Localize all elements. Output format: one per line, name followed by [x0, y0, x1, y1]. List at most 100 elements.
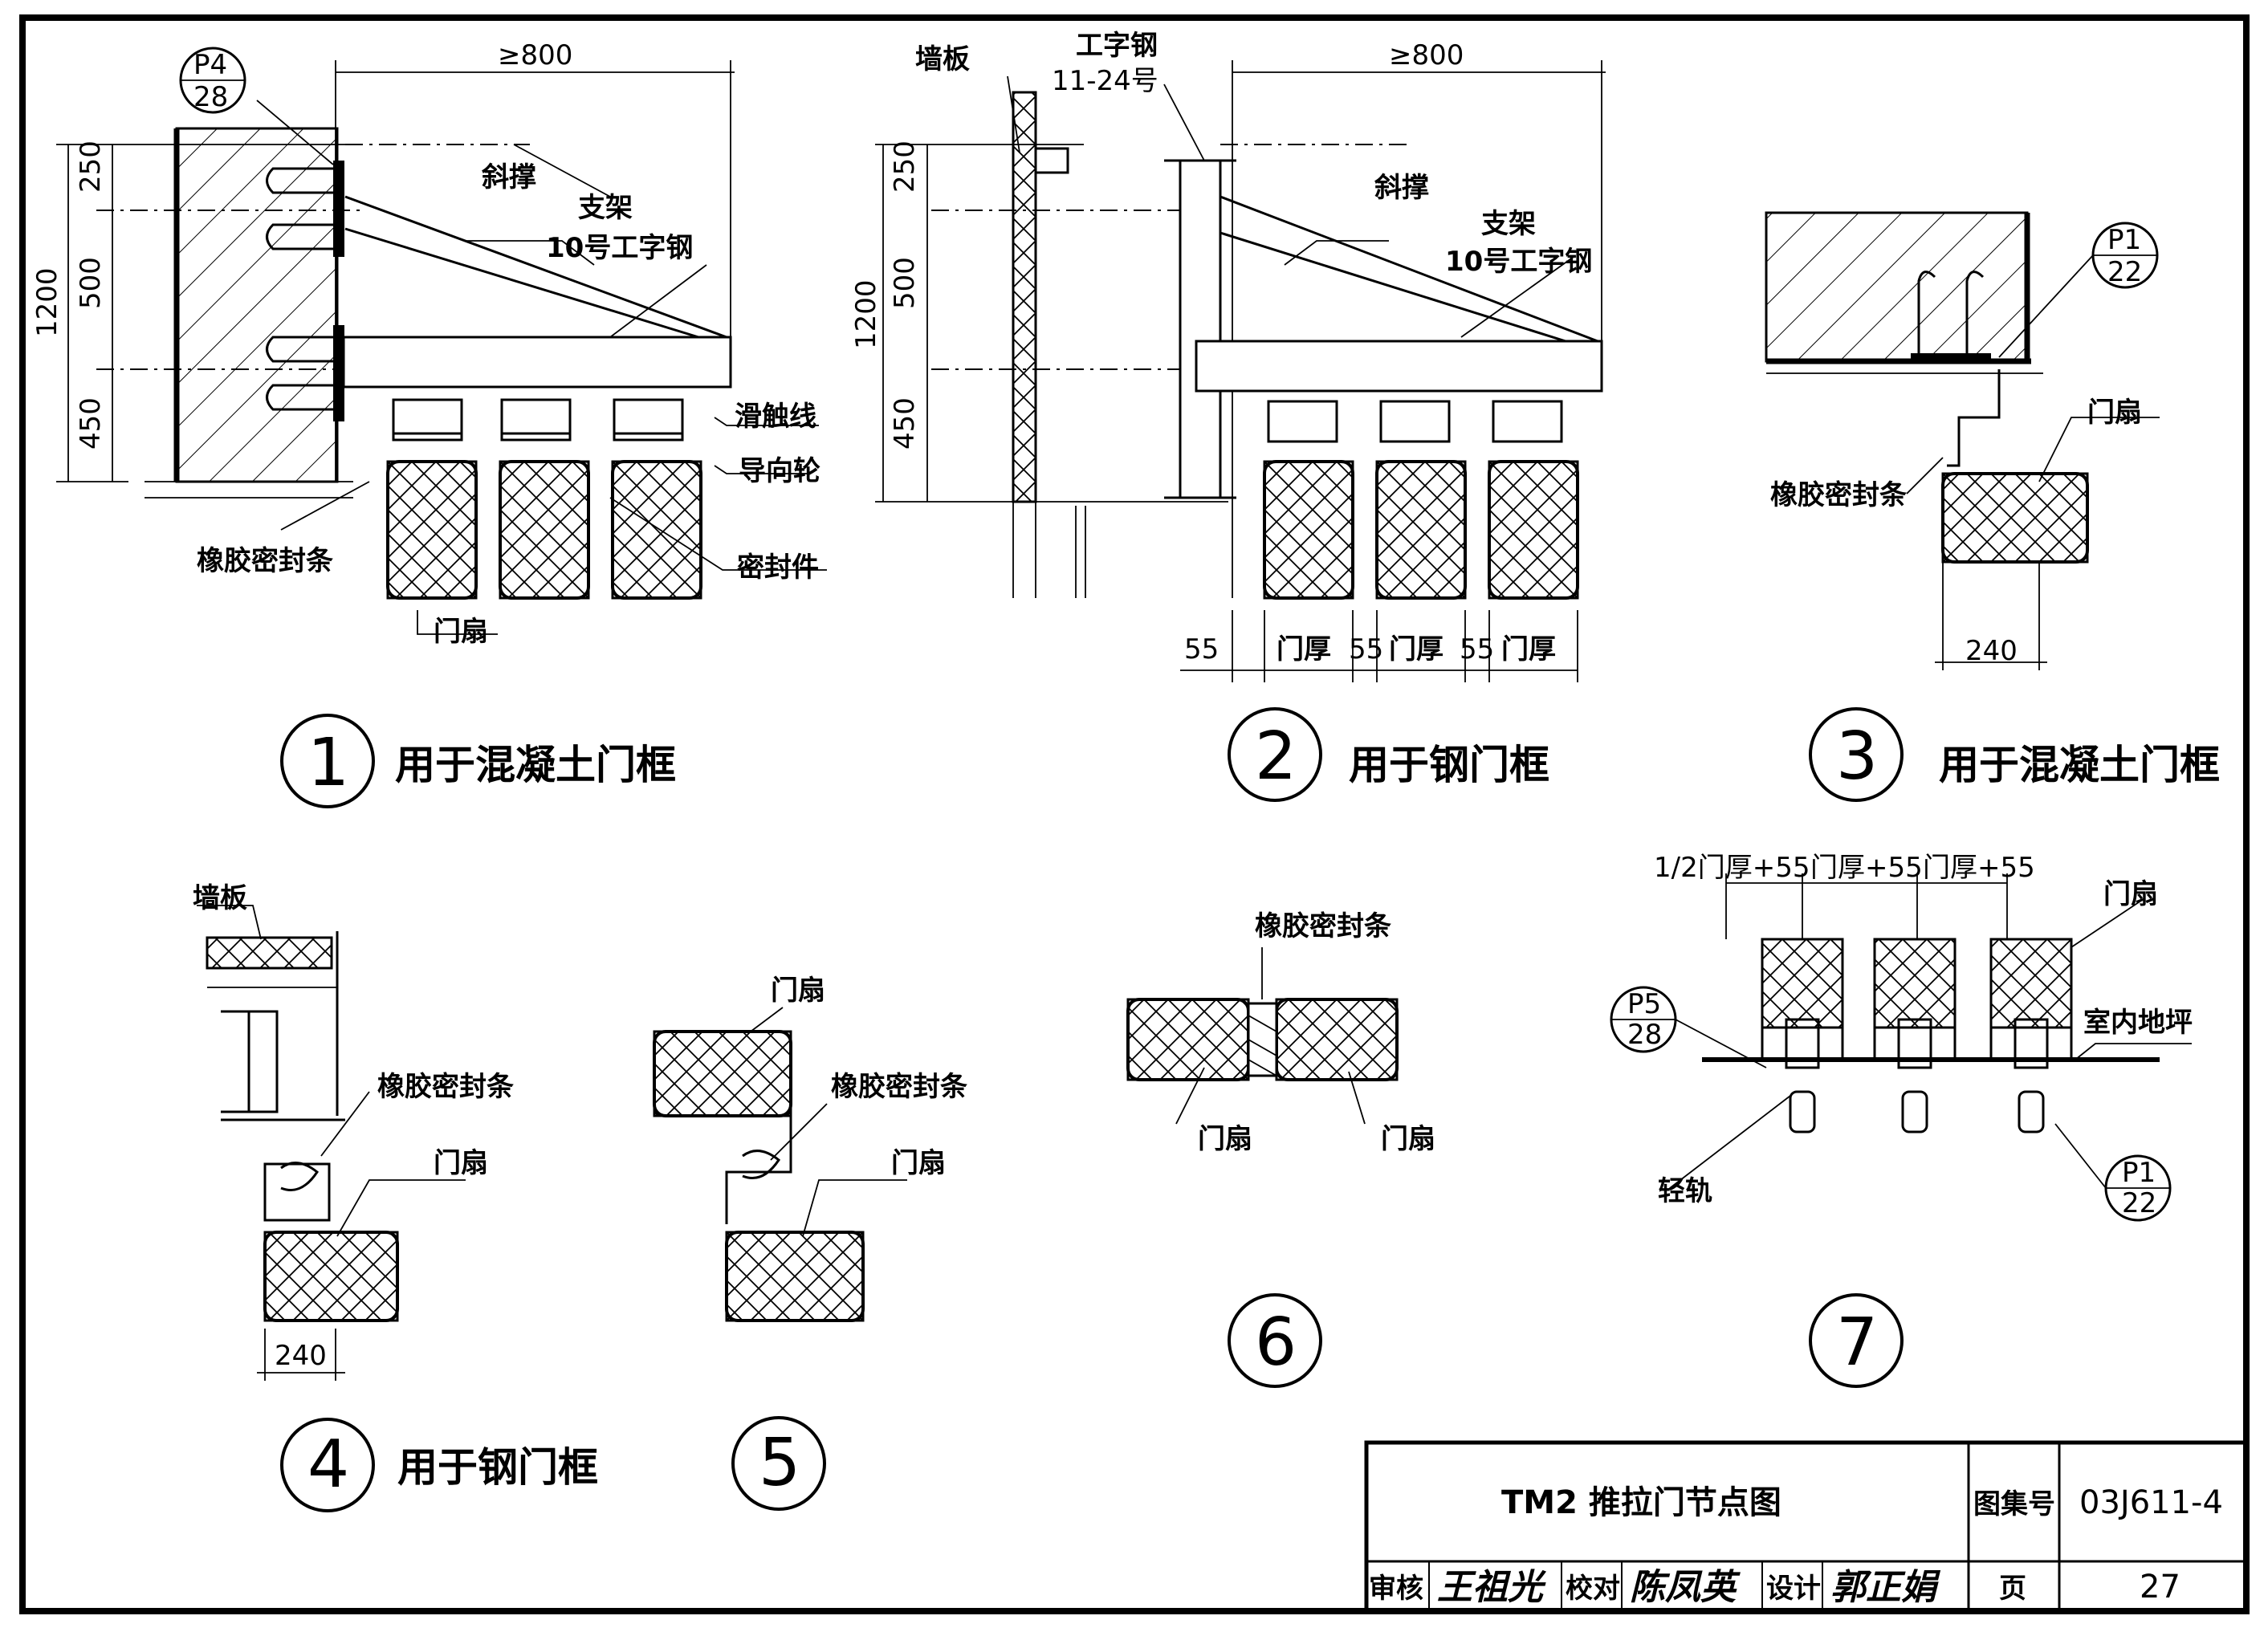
- d1-dim-top: ≥800: [498, 39, 572, 71]
- d7-ref-a-top: P5: [1627, 988, 1661, 1020]
- d1-seal-part: 密封件: [737, 551, 819, 584]
- d2-number: 2: [1255, 718, 1297, 795]
- d1-beam: 10号工字钢: [546, 232, 693, 264]
- detail-number-7: [1809, 1293, 1904, 1388]
- bracket-beam: [342, 336, 732, 389]
- d2-dim-450: 450: [889, 397, 921, 450]
- d6-door-leaf-right: 门扇: [1381, 1123, 1435, 1155]
- door-leaf-4: [263, 1231, 399, 1322]
- d1-guide-wheel: 导向轮: [739, 455, 820, 487]
- detail-number-3: [1809, 707, 1904, 802]
- detail-5: [653, 1007, 907, 1511]
- tb-check-label: 校对: [1566, 1573, 1620, 1605]
- d2-wall-panel: 墙板: [915, 43, 970, 75]
- d7-door-leaf: 门扇: [2103, 878, 2158, 910]
- tb-atlas-no: 03J611-4: [2079, 1484, 2223, 1521]
- d7-number: 7: [1836, 1304, 1878, 1381]
- d4-wall-panel: 墙板: [193, 882, 247, 914]
- door-leaf-5-top: [653, 1030, 792, 1117]
- d7-dim-c: 门厚+55: [1923, 852, 2035, 884]
- d7-rail: 轻轨: [1658, 1175, 1712, 1207]
- d2-dim-thick-a: 门厚: [1277, 633, 1331, 665]
- door-leaf-2: [499, 460, 590, 600]
- detail-7: [1610, 873, 2192, 1388]
- d6-number: 6: [1255, 1304, 1297, 1381]
- door-leaf-2a: [1263, 460, 1354, 600]
- detail-number-4: [280, 1418, 375, 1512]
- d4-rubber-seal: 橡胶密封条: [377, 1071, 514, 1103]
- d1-dim-450: 450: [75, 397, 107, 450]
- d1-dim-500: 500: [75, 257, 107, 309]
- d7-ref-b-top: P1: [2122, 1157, 2156, 1189]
- detail-6: [1126, 947, 1399, 1388]
- door-leaf-2b: [1375, 460, 1467, 600]
- d2-dim-thick-b: 门厚: [1389, 633, 1443, 665]
- tb-page-no: 27: [2140, 1569, 2180, 1606]
- tb-title: TM2 推拉门节点图: [1501, 1484, 1781, 1521]
- d1-number: 1: [307, 725, 349, 801]
- d2-dim-55a: 55: [1184, 633, 1219, 665]
- rubber-seal-6: [1247, 1002, 1278, 1077]
- door-leaf-5: [725, 1231, 865, 1322]
- door-leaf-7b: [1873, 938, 1957, 1029]
- d5-door-leaf-top: 门扇: [771, 975, 825, 1007]
- d4-caption: 用于钢门框: [397, 1444, 598, 1491]
- d3-door-leaf: 门扇: [2087, 397, 2142, 429]
- d1-ref-bottom: 28: [193, 81, 228, 113]
- d2-dim-1200: 1200: [850, 279, 882, 349]
- d2-ibeam-size: 11-24号: [1052, 65, 1158, 97]
- detail-number-2: [1228, 707, 1322, 802]
- d2-dim-top: ≥800: [1389, 39, 1464, 71]
- detail-2: [875, 60, 1606, 802]
- d3-caption: 用于混凝土门框: [1939, 742, 2220, 788]
- wall-panel: [1012, 91, 1037, 503]
- title-block: [1364, 1440, 2249, 1614]
- d2-dim-thick-c: 门厚: [1501, 633, 1556, 665]
- d2-ibeam: 工字钢: [1076, 30, 1158, 62]
- d2-brace: 斜撑: [1374, 172, 1429, 204]
- i-beam-4: [221, 1010, 279, 1113]
- door-leaf-6-right: [1275, 998, 1399, 1081]
- concrete-wall-3: [1765, 211, 2029, 363]
- tb-page-label: 页: [1999, 1573, 2026, 1605]
- d3-dim: 240: [1965, 635, 2018, 667]
- d2-caption: 用于钢门框: [1349, 742, 1549, 788]
- d3-ref-top: P1: [2107, 224, 2141, 256]
- d4-door-leaf: 门扇: [434, 1147, 488, 1179]
- door-leaf-2c: [1488, 460, 1579, 600]
- i-beam: [1179, 159, 1222, 499]
- door-leaf-7a: [1761, 938, 1844, 1029]
- d6-rubber-seal: 橡胶密封条: [1255, 910, 1391, 942]
- wall-panel-4: [206, 936, 333, 970]
- tb-atlas-label: 图集号: [1973, 1488, 2055, 1520]
- bracket-beam-2: [1195, 340, 1603, 393]
- d1-rubber-seal: 橡胶密封条: [197, 545, 333, 577]
- d4-dim: 240: [275, 1340, 327, 1372]
- detail-3: [1765, 211, 2160, 802]
- d2-dim-55c: 55: [1460, 633, 1494, 665]
- d7-dim-b: 门厚+55: [1810, 852, 1923, 884]
- d5-rubber-seal: 橡胶密封条: [831, 1071, 967, 1103]
- d3-number: 3: [1836, 718, 1878, 795]
- d4-number: 4: [307, 1426, 349, 1503]
- d1-dim-1200: 1200: [31, 267, 63, 337]
- d6-door-leaf-left: 门扇: [1198, 1123, 1252, 1155]
- d2-beam: 10号工字钢: [1445, 246, 1592, 278]
- d2-dim-500: 500: [889, 257, 921, 309]
- d2-dim-55b: 55: [1349, 633, 1383, 665]
- d7-ref-a-bottom: 28: [1627, 1019, 1662, 1051]
- d1-bracket: 支架: [578, 192, 633, 224]
- sheet-border: [19, 14, 2250, 1614]
- d7-floor: 室内地坪: [2083, 1007, 2193, 1039]
- d1-dim-250: 250: [75, 140, 107, 193]
- detail-1: [56, 47, 827, 808]
- door-leaf-7c: [1989, 938, 2073, 1029]
- d3-ref-bottom: 22: [2107, 256, 2142, 288]
- d7-ref-b-bottom: 22: [2122, 1187, 2156, 1219]
- tb-review-label: 审核: [1369, 1573, 1423, 1605]
- tb-check-signature: 陈凤英: [1630, 1567, 1741, 1608]
- d7-dim-a: 1/2门厚+55: [1654, 852, 1810, 884]
- detail-4: [197, 905, 466, 1512]
- d3-rubber-seal: 橡胶密封条: [1770, 479, 1907, 511]
